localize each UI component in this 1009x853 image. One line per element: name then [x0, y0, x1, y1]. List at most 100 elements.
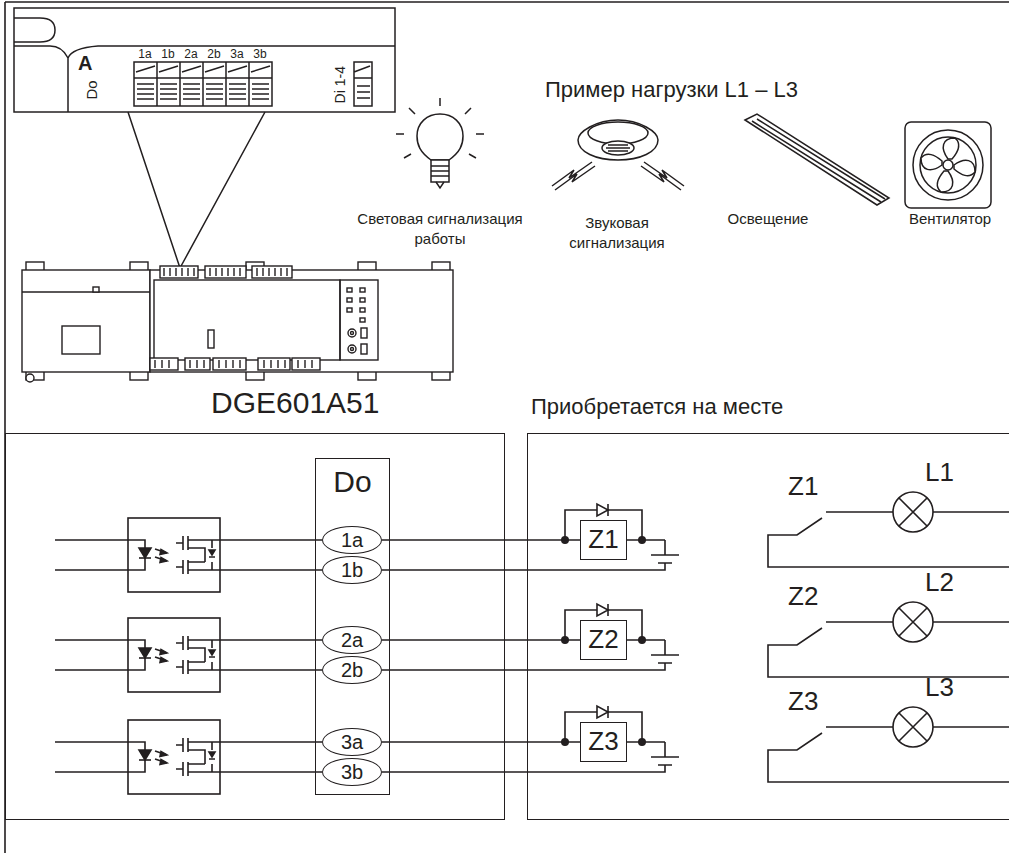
field-supply-panel: Приобретается на местеZ1Z2Z3: [527, 433, 1009, 820]
siren-icon: [552, 120, 684, 190]
terminal-name: 1a: [341, 529, 363, 552]
controller-device: [348, 329, 356, 337]
fan-icon: [913, 130, 983, 200]
controller-device: [347, 298, 352, 302]
frame: [5, 2, 1009, 853]
load-name: L2: [925, 568, 954, 597]
terminal-name: 2b: [341, 659, 363, 682]
controller-device: [22, 291, 150, 292]
lamp-icon: [417, 114, 463, 160]
pin-name: 1b: [156, 48, 180, 60]
controller-device: [360, 298, 365, 302]
terminal-oval: 1b: [322, 556, 382, 584]
load-name: L1: [925, 458, 954, 487]
icon-caption: Звуковая сигнализация: [552, 213, 682, 252]
section-heading: Пример нагрузки L1 – L3: [545, 76, 798, 105]
controller-device: [347, 308, 352, 312]
callout-window: [354, 62, 372, 106]
terminal-oval: 3b: [322, 758, 382, 786]
icon-caption: Вентилятор: [895, 209, 1005, 229]
terminal-name: 3a: [341, 731, 363, 754]
controller-device: [150, 270, 453, 372]
terminal-name: 2a: [341, 629, 363, 652]
callout-letter: A: [78, 50, 100, 76]
callout-window: [136, 66, 270, 72]
fan-icon: [905, 122, 991, 208]
terminal-name: 3b: [341, 761, 363, 784]
controller-device: [361, 344, 367, 354]
icon-caption: Освещение: [708, 209, 828, 229]
terminal-block: Do1a1b2a2b3a3b: [315, 458, 390, 795]
controller-device: [351, 332, 354, 335]
fan-icon: [920, 137, 976, 193]
controller-device: [208, 330, 214, 348]
lamp-icon: [431, 166, 449, 188]
controller-device: [150, 358, 178, 370]
relay-coil: Z3: [580, 722, 627, 762]
circuit-wiring: [768, 707, 1009, 782]
siren-icon: [552, 162, 595, 190]
frame: [5, 2, 1009, 853]
siren-icon: [602, 141, 634, 155]
circuit-wiring: [55, 492, 1009, 794]
controller-device: [360, 308, 365, 312]
terminal-name: 1b: [341, 559, 363, 582]
controller-device: [154, 280, 340, 360]
controller-device: [360, 318, 365, 322]
contact-name: Z3: [788, 687, 818, 716]
controller-device: [93, 287, 99, 292]
fan-icon: [905, 122, 991, 208]
lamp-icon: [396, 98, 484, 158]
callout-window: [134, 62, 272, 106]
circuit-wiring: [55, 504, 679, 592]
contact-name: Z2: [788, 582, 818, 611]
controller-device: [213, 358, 246, 370]
circuit-wiring: [768, 492, 1009, 567]
relay-coil: Z1: [580, 520, 627, 560]
controller-device: [160, 266, 198, 278]
callout-window: [128, 112, 265, 268]
terminal-oval: 1a: [322, 526, 382, 554]
siren-icon: [606, 145, 630, 151]
siren-icon: [641, 162, 684, 190]
terminal-oval: 2b: [322, 656, 382, 684]
circuit-wiring: [55, 706, 679, 794]
panel-heading: Приобретается на месте: [531, 394, 783, 419]
pin-name: 2a: [179, 48, 203, 60]
relay-name: Z1: [588, 525, 618, 555]
light-fixture-icon: [745, 114, 889, 205]
wire: [382, 539, 580, 541]
light-fixture-icon: [752, 119, 885, 202]
controller-device: [351, 348, 354, 351]
callout-window: [134, 77, 272, 79]
pin-name: 3a: [225, 48, 249, 60]
relay-coil: Z2: [580, 620, 627, 660]
load-name: L3: [925, 673, 954, 702]
controller-device: [361, 328, 367, 338]
terminal-oval: 3a: [322, 728, 382, 756]
controller-device: [292, 358, 320, 370]
controller-device: [22, 262, 453, 382]
pin-name: 3b: [248, 48, 272, 60]
controller-device: [340, 280, 378, 360]
device-panel: DGE601A51Do1a1b2a2b3a3b: [5, 433, 505, 820]
circuit-wiring: [55, 604, 679, 692]
panel-heading: DGE601A51: [211, 386, 379, 421]
fan-icon: [943, 160, 953, 170]
light-fixture-icon: [745, 114, 889, 205]
connector-name: Do: [84, 70, 100, 110]
controller-device: [348, 345, 356, 353]
controller-device: [360, 288, 365, 292]
relay-name: Z2: [588, 625, 618, 655]
controller-device: [62, 326, 100, 354]
terminal-oval: 2a: [322, 626, 382, 654]
controller-device: [26, 374, 34, 382]
relay-name: Z3: [588, 727, 618, 757]
circuit-wiring: [768, 602, 1009, 677]
pin-name: 2b: [202, 48, 226, 60]
fan-icon: [921, 138, 975, 192]
icon-caption: Световая сигнализация работы: [345, 209, 535, 248]
controller-device: [155, 360, 312, 368]
pin-name: 1a: [133, 48, 157, 60]
